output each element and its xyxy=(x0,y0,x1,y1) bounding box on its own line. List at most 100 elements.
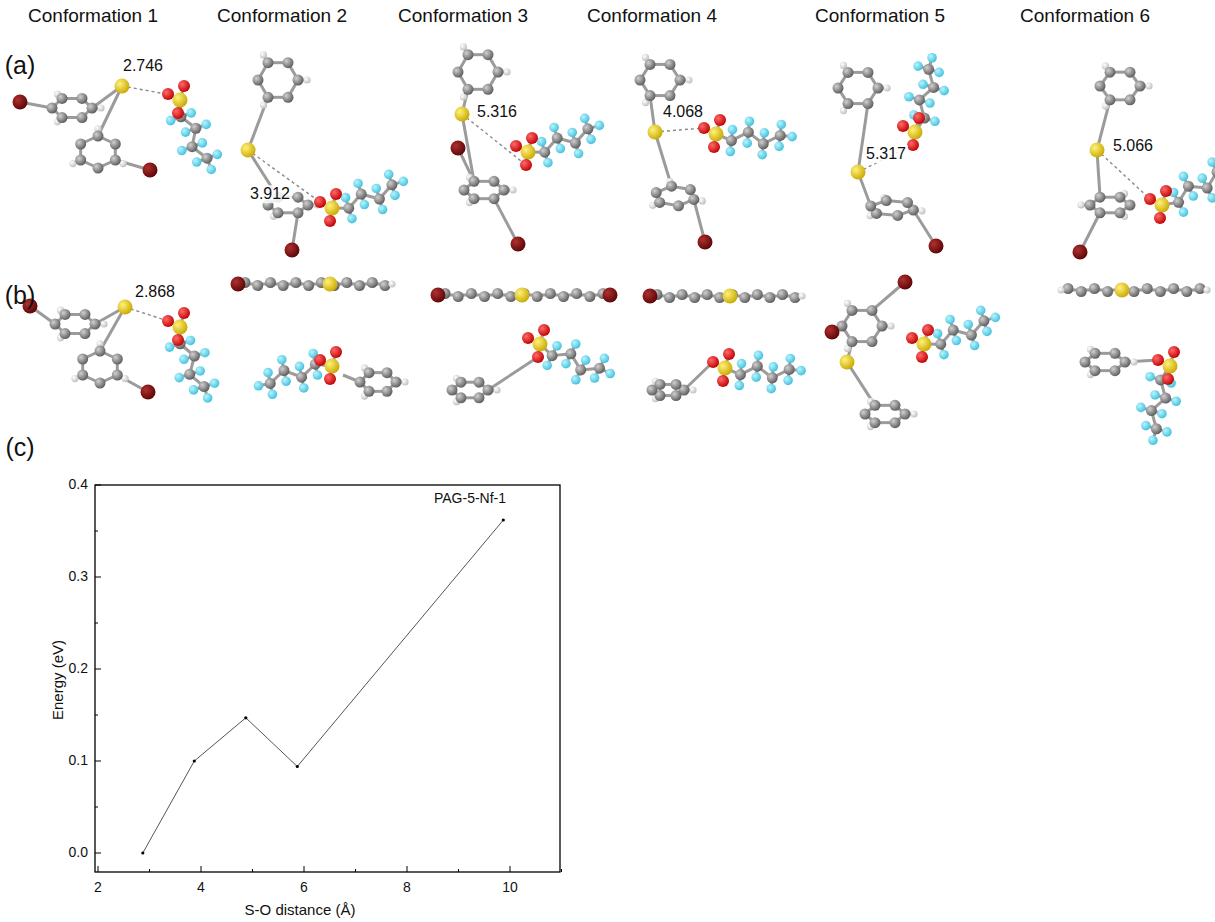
distance-value: 3.912 xyxy=(248,185,292,203)
atom xyxy=(586,135,596,145)
atom xyxy=(456,392,467,403)
atom xyxy=(1125,67,1136,78)
atom xyxy=(265,277,276,288)
atom xyxy=(483,49,494,60)
atom xyxy=(1145,372,1155,382)
atom xyxy=(870,417,881,428)
atom xyxy=(165,342,175,352)
atom xyxy=(907,139,919,151)
atom xyxy=(1095,192,1106,203)
atom xyxy=(371,184,381,194)
atom xyxy=(843,67,854,78)
y-tick xyxy=(95,669,101,670)
atom xyxy=(777,289,788,300)
atom xyxy=(323,277,338,292)
atom xyxy=(769,362,779,372)
atom xyxy=(542,361,552,371)
x-tick-label: 6 xyxy=(300,880,308,895)
atom xyxy=(343,203,354,214)
atom xyxy=(1090,365,1101,376)
atom xyxy=(189,351,200,362)
atom xyxy=(952,336,962,346)
atom xyxy=(910,410,917,417)
atom xyxy=(254,381,264,391)
panel-title: Conformation 6 xyxy=(1020,6,1150,27)
atom xyxy=(654,197,665,208)
atom xyxy=(1212,166,1215,177)
atom xyxy=(198,138,208,148)
x-tick xyxy=(458,869,459,872)
atom xyxy=(1181,286,1192,297)
distance-value: 2.746 xyxy=(121,57,165,75)
atom xyxy=(726,147,736,157)
atom xyxy=(97,104,104,111)
atom xyxy=(1110,365,1121,376)
x-tick xyxy=(304,866,305,872)
x-tick xyxy=(149,869,150,872)
atom xyxy=(883,84,890,91)
atom xyxy=(115,79,130,94)
atom xyxy=(1125,200,1136,211)
atom xyxy=(1105,67,1116,78)
atom xyxy=(13,95,28,110)
atom xyxy=(303,76,310,83)
y-tick-label: 0.4 xyxy=(69,477,88,492)
atom xyxy=(200,348,210,358)
atom xyxy=(1155,198,1170,213)
atom xyxy=(401,378,408,385)
atom xyxy=(783,376,793,386)
atom xyxy=(870,400,881,411)
atom xyxy=(708,141,720,153)
atom xyxy=(916,351,928,363)
atom xyxy=(939,350,949,360)
atom xyxy=(991,313,1001,323)
atom xyxy=(594,363,605,374)
atom xyxy=(677,289,688,300)
atom xyxy=(493,67,504,78)
atom xyxy=(174,373,184,383)
atom xyxy=(867,305,878,316)
distance-line xyxy=(858,145,913,172)
atom xyxy=(382,386,393,397)
atom xyxy=(976,305,986,315)
atom xyxy=(521,145,536,160)
atom xyxy=(726,135,737,146)
atom xyxy=(80,328,91,339)
atom xyxy=(545,288,556,299)
atom xyxy=(651,187,662,198)
atom xyxy=(552,133,563,144)
atom xyxy=(1115,192,1126,203)
atom xyxy=(890,400,901,411)
atom xyxy=(757,150,767,160)
atom xyxy=(635,75,646,86)
atom xyxy=(112,370,123,381)
atom xyxy=(1090,348,1101,359)
atom xyxy=(87,103,98,114)
atom xyxy=(776,120,786,130)
atom xyxy=(1207,157,1215,167)
atom xyxy=(325,359,340,374)
atom xyxy=(341,277,352,288)
atom xyxy=(1202,183,1213,194)
atom xyxy=(966,329,977,340)
atom xyxy=(645,90,656,101)
atom xyxy=(290,277,301,288)
atom xyxy=(913,112,925,124)
atom xyxy=(1163,359,1178,374)
atom xyxy=(277,355,287,365)
atom xyxy=(520,159,532,171)
atom xyxy=(75,139,86,150)
atom xyxy=(847,305,858,316)
atom xyxy=(100,320,107,327)
atom xyxy=(1089,283,1100,294)
atom xyxy=(110,155,121,166)
atom xyxy=(887,322,894,329)
atom xyxy=(900,409,911,420)
atom xyxy=(231,277,246,292)
atom xyxy=(273,207,284,218)
atom xyxy=(739,292,750,303)
atom xyxy=(664,292,675,303)
atom xyxy=(698,235,713,250)
atom xyxy=(77,370,88,381)
atom xyxy=(499,185,510,196)
